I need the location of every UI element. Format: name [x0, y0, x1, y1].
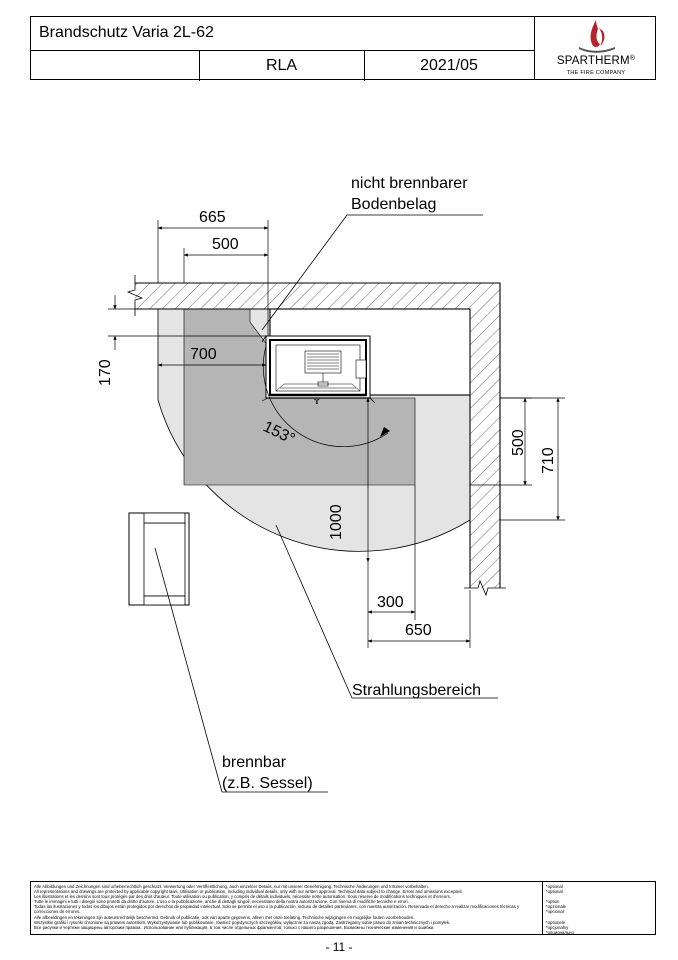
- document-code: RLA: [265, 57, 298, 74]
- flame-icon: [579, 20, 615, 53]
- label-flammable-line2: (z.B. Sessel): [222, 775, 313, 792]
- document-date: 2021/05: [420, 57, 478, 74]
- door-swing-arc: [262, 345, 389, 447]
- copyright-notice: Alle Abbildungen und Zeichnungen sind ur…: [34, 884, 520, 930]
- brand-tagline: THE FIRE COMPANY: [566, 70, 626, 76]
- armchair: [128, 512, 190, 606]
- document-title: Brandschutz Varia 2L-62: [39, 24, 214, 41]
- dim-300: 300: [377, 594, 404, 611]
- brand-name: SPARTHERM: [556, 55, 630, 67]
- fireplace-insert: [261, 335, 376, 404]
- dim-170: 170: [97, 359, 114, 386]
- wall-outline: [135, 282, 501, 588]
- svg-text:ɤ: ɤ: [314, 396, 320, 406]
- optional-notes: *optional *optional *option *opzionale *…: [546, 884, 574, 935]
- dim-710: 710: [540, 447, 557, 474]
- logo-divider: [534, 17, 535, 79]
- label-flammable-line1: brennbar: [222, 754, 287, 771]
- title-cell-divider: [199, 50, 200, 81]
- break-line: [464, 579, 506, 597]
- footer-divider: [542, 882, 543, 934]
- title-block: Brandschutz Varia 2L-62 RLA 2021/05 SPAR…: [30, 16, 657, 81]
- legal-footer: Alle Abbildungen und Zeichnungen sind ur…: [30, 881, 656, 935]
- dim-665: 665: [199, 209, 226, 226]
- dim-500-top: 500: [212, 236, 239, 253]
- dim-650: 650: [405, 622, 432, 639]
- registered-mark: ®: [629, 55, 636, 62]
- dim-500-right: 500: [510, 429, 527, 456]
- break-line: [126, 275, 144, 316]
- title-divider: [31, 50, 534, 51]
- dim-1000: 1000: [328, 504, 345, 540]
- dim-700: 700: [190, 346, 217, 363]
- title-cell-divider: [364, 50, 365, 81]
- page-number: - 11 -: [325, 940, 353, 954]
- arc-arrow: [380, 427, 390, 437]
- label-radiation-zone: Strahlungsbereich: [352, 682, 481, 699]
- label-floor-line2: Bodenbelag: [351, 196, 436, 213]
- door-swing-mark: [261, 397, 269, 402]
- label-floor-line1: nicht brennbarer: [351, 175, 468, 192]
- spartherm-logo: SPARTHERM® THE FIRE COMPANY: [535, 17, 657, 79]
